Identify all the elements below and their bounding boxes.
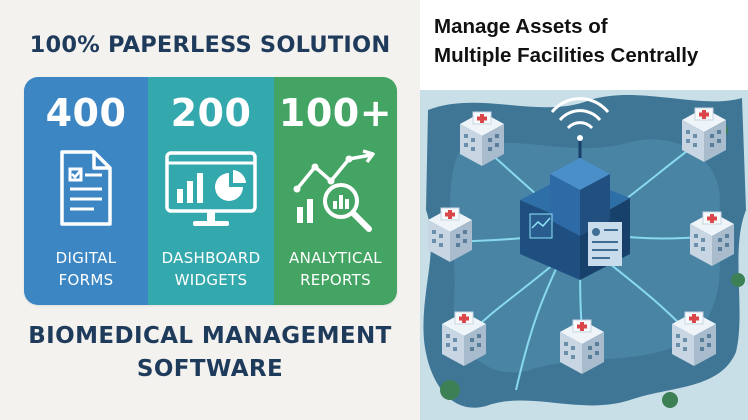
stat-label-line2: REPORTS — [300, 271, 371, 289]
stat-card-digital-forms: 400 DIGITAL FORMS — [24, 77, 148, 305]
right-panel: Manage Assets of Multiple Facilities Cen… — [420, 0, 748, 420]
stat-label: DIGITAL FORMS — [24, 247, 148, 291]
product-title: BIOMEDICAL MANAGEMENT SOFTWARE — [0, 320, 420, 386]
stat-label: ANALYTICAL REPORTS — [274, 247, 397, 291]
left-panel: 100% PAPERLESS SOLUTION 400 — [0, 32, 420, 386]
stat-value: 100+ — [278, 91, 393, 135]
monitor-chart-icon — [148, 149, 274, 231]
product-title-line2: SOFTWARE — [136, 356, 284, 382]
stat-card-dashboard-widgets: 200 DASHBOARD — [148, 77, 274, 305]
stat-label-line2: WIDGETS — [174, 271, 248, 289]
headline: 100% PAPERLESS SOLUTION — [29, 32, 391, 58]
right-title-line2: Multiple Facilities Centrally — [434, 44, 699, 67]
product-title-line1: BIOMEDICAL MANAGEMENT — [28, 323, 392, 349]
stat-card-analytical-reports: 100+ — [274, 77, 397, 305]
stat-label-line2: FORMS — [58, 271, 114, 289]
analytics-magnifier-icon — [274, 149, 397, 233]
stat-value: 200 — [170, 91, 252, 135]
stat-label-line1: DIGITAL — [55, 249, 117, 267]
central-server-network-hospitals-illustration — [420, 90, 748, 420]
stat-label-line1: ANALYTICAL — [289, 249, 382, 267]
right-title-line1: Manage Assets of — [434, 15, 608, 38]
right-title: Manage Assets of Multiple Facilities Cen… — [434, 12, 744, 70]
document-form-icon — [24, 149, 148, 227]
stat-label-line1: DASHBOARD — [161, 249, 261, 267]
stat-value: 400 — [45, 91, 127, 135]
stat-cards: 400 DIGITAL FORMS — [24, 77, 397, 305]
stat-label: DASHBOARD WIDGETS — [148, 247, 274, 291]
